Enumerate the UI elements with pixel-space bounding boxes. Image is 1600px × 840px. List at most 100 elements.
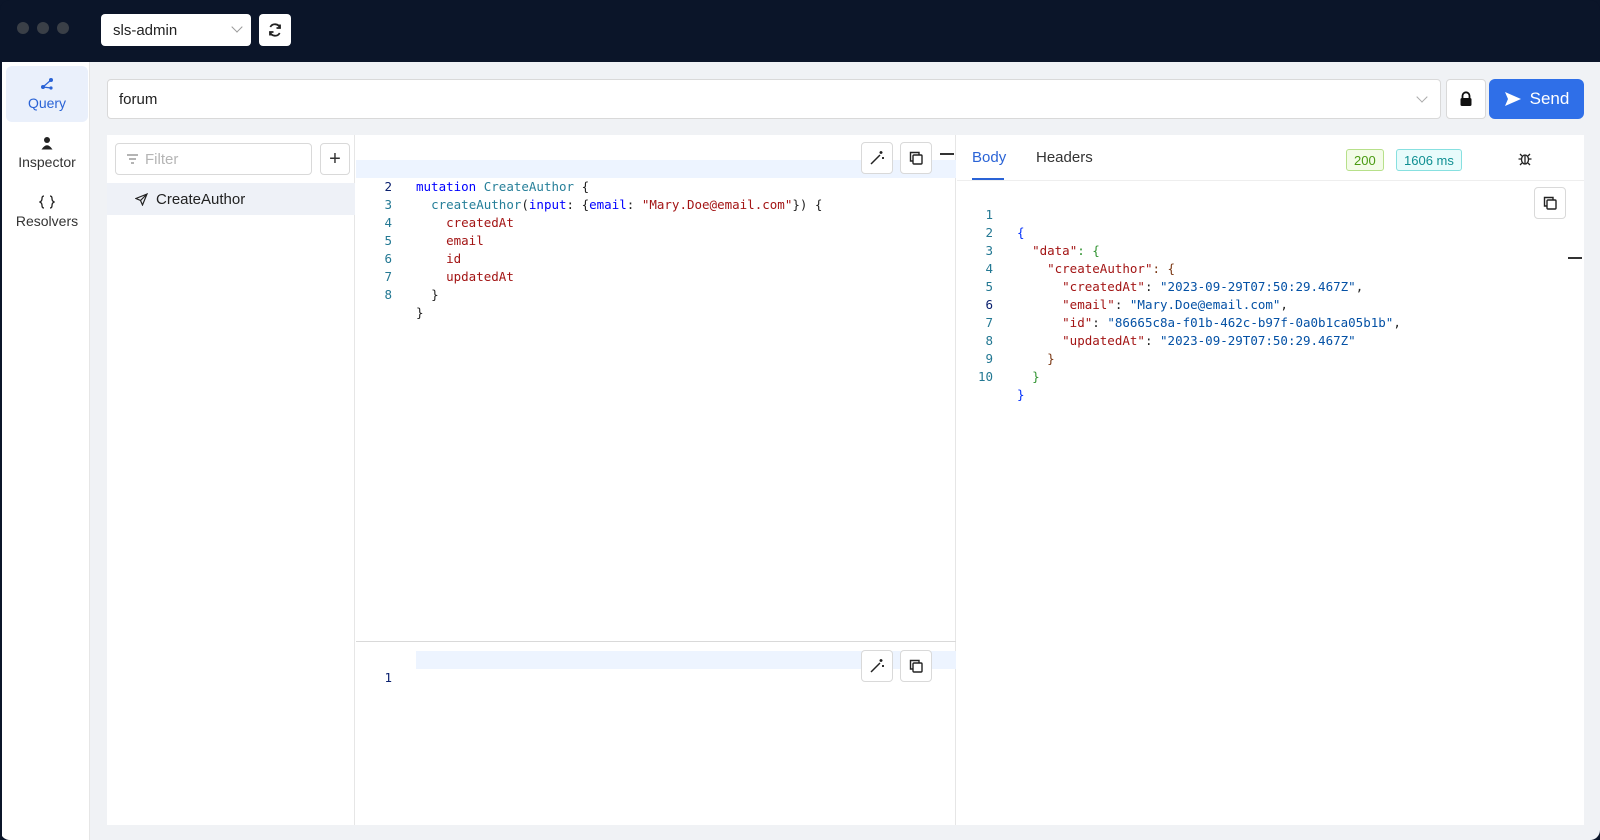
line-number: 6 xyxy=(384,251,392,266)
code-token: "2023-09-29T07:50:29.467Z" xyxy=(1160,333,1356,348)
code-line: 7 "updatedAt": "2023-09-29T07:50:29.467Z… xyxy=(957,296,1584,348)
line-number: 8 xyxy=(985,333,993,348)
copy-query-button[interactable] xyxy=(900,142,932,174)
code-line: 1 xyxy=(356,651,956,685)
status-badge: 200 xyxy=(1346,149,1384,171)
line-number: 2 xyxy=(384,179,392,194)
code-token: { xyxy=(581,179,590,194)
add-operation-button[interactable]: + xyxy=(320,143,350,175)
code-token: "email" xyxy=(1062,297,1115,312)
filter-icon xyxy=(127,154,138,164)
line-number: 7 xyxy=(985,315,993,330)
code-line: 1 { xyxy=(957,188,1584,240)
code-token: { xyxy=(1017,225,1025,240)
code-token: } xyxy=(416,305,424,320)
braces-icon xyxy=(39,195,55,209)
send-icon xyxy=(1504,92,1521,106)
collapse-icon[interactable] xyxy=(940,153,954,155)
code-line: 2 createAuthor(input: {email: "Mary.Doe@… xyxy=(356,160,956,212)
line-number: 1 xyxy=(985,207,993,222)
code-token: : { xyxy=(1152,261,1176,276)
variables-line-highlight xyxy=(416,651,956,669)
line-number: 5 xyxy=(384,233,392,248)
code-token: id xyxy=(446,251,462,266)
code-token: , xyxy=(1393,315,1401,330)
operations-panel: Filter + CreateAuthor xyxy=(107,135,355,825)
line-number: 5 xyxy=(985,279,993,294)
code-token: , xyxy=(1280,297,1288,312)
code-token: CreateAuthor xyxy=(483,179,575,194)
chevron-down-icon xyxy=(231,21,243,33)
nav-item-label: Inspector xyxy=(18,154,76,170)
code-token: ( xyxy=(521,197,529,212)
code-token: email xyxy=(446,233,484,248)
code-token: , xyxy=(1355,279,1364,294)
close-window-button[interactable] xyxy=(17,22,29,34)
code-token: createAuthor xyxy=(431,197,522,212)
tab-body[interactable]: Body xyxy=(972,149,1007,166)
line-number: 6 xyxy=(985,297,993,312)
copy-response-button[interactable] xyxy=(1534,187,1566,219)
code-line: 6 updatedAt xyxy=(356,232,956,284)
code-token: "Mary.Doe@email.com" xyxy=(1129,297,1281,312)
lock-icon xyxy=(1460,91,1472,106)
workspace-panel: Filter + CreateAuthor 1 mutation CreateA… xyxy=(107,135,1584,825)
environment-select-value: sls-admin xyxy=(113,21,178,39)
minimize-window-button[interactable] xyxy=(37,22,49,34)
code-line: 3 "createAuthor": { xyxy=(957,224,1584,276)
api-select[interactable]: forum xyxy=(107,79,1441,119)
line-number: 4 xyxy=(985,261,993,276)
nav-item-query[interactable]: Query xyxy=(6,66,88,122)
code-token: createdAt xyxy=(446,215,514,230)
prettify-variables-button[interactable] xyxy=(861,650,893,682)
code-token: updatedAt xyxy=(446,269,514,284)
collapse-icon[interactable] xyxy=(1568,257,1582,259)
send-outline-icon xyxy=(135,192,148,206)
operation-item[interactable]: CreateAuthor xyxy=(107,183,355,215)
refresh-button[interactable] xyxy=(259,14,291,46)
line-number: 4 xyxy=(384,215,392,230)
code-token: "updatedAt" xyxy=(1062,333,1145,348)
code-token: }) { xyxy=(792,197,823,212)
code-token: email xyxy=(589,197,627,212)
title-bar: sls-admin xyxy=(0,0,1600,62)
inspector-icon xyxy=(41,137,53,150)
code-token: : { xyxy=(566,197,590,212)
nav-item-label: Query xyxy=(27,95,67,111)
prettify-button[interactable] xyxy=(861,142,893,174)
line-number: 9 xyxy=(985,351,993,366)
plus-icon: + xyxy=(329,147,341,170)
code-token: } xyxy=(1017,387,1025,402)
code-line: 5 id xyxy=(356,214,956,266)
line-number: 2 xyxy=(985,225,993,240)
line-number: 7 xyxy=(384,269,392,284)
code-line: 6 "id": "86665c8a-f01b-462c-b97f-0a0b1ca… xyxy=(957,278,1584,330)
code-token: } xyxy=(1032,369,1040,384)
tab-headers[interactable]: Headers xyxy=(1036,149,1093,166)
auth-lock-button[interactable] xyxy=(1446,79,1486,119)
line-number: 1 xyxy=(384,670,392,685)
code-token: "2023-09-29T07:50:29.467Z" xyxy=(1160,279,1356,294)
nav-item-inspector[interactable]: Inspector xyxy=(6,125,88,181)
pane-divider[interactable] xyxy=(356,641,956,642)
send-button[interactable]: Send xyxy=(1489,79,1584,119)
maximize-window-button[interactable] xyxy=(57,22,69,34)
line-number: 10 xyxy=(977,369,993,384)
graph-icon xyxy=(41,78,53,90)
code-token: "Mary.Doe@email.com" xyxy=(641,197,793,212)
nav-item-resolvers[interactable]: Resolvers xyxy=(6,184,88,240)
code-token: "data" xyxy=(1032,243,1078,258)
query-editor[interactable]: 1 mutation CreateAuthor { 2 createAuthor… xyxy=(356,135,956,825)
code-line: 8 } xyxy=(356,268,956,320)
filter-input[interactable]: Filter xyxy=(115,143,312,175)
send-button-label: Send xyxy=(1529,89,1570,108)
environment-select[interactable]: sls-admin xyxy=(101,14,251,46)
copy-variables-button[interactable] xyxy=(900,650,932,682)
code-token: input xyxy=(528,197,567,212)
code-line: 5 "email": "Mary.Doe@email.com", xyxy=(957,260,1584,312)
response-panel: Body Headers 200 1606 ms 1 { 2 xyxy=(957,135,1584,825)
refresh-icon xyxy=(269,23,281,37)
bug-icon[interactable] xyxy=(1517,150,1533,166)
magic-wand-icon xyxy=(870,151,884,165)
